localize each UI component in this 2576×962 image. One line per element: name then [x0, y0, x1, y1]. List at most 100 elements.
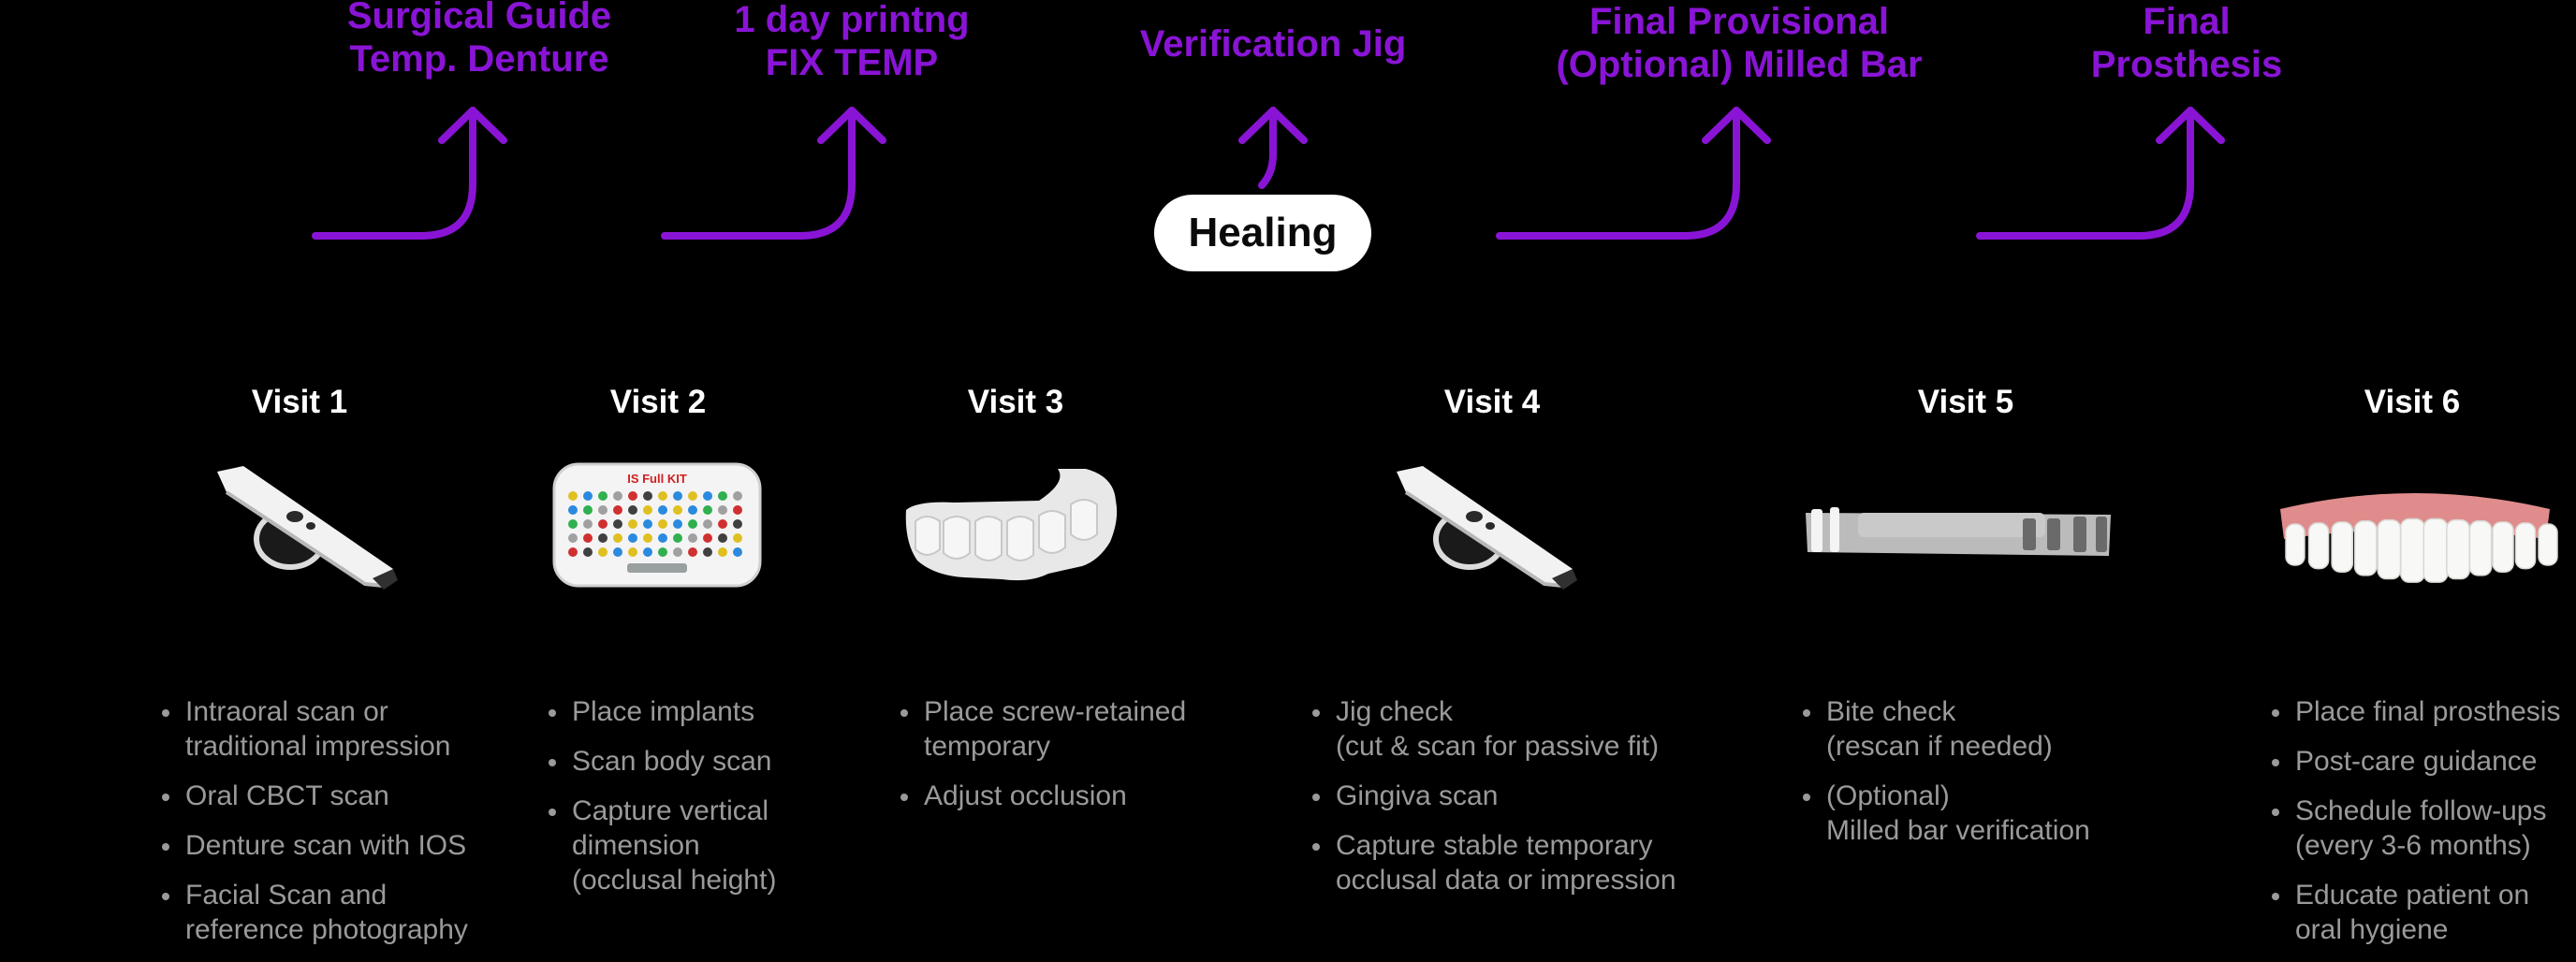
kit-hole [628, 519, 637, 529]
tooth [2468, 519, 2493, 576]
visit-5-tasks: Bite check(rescan if needed) (Optional)M… [1798, 694, 2090, 863]
kit-hole [598, 519, 607, 529]
kit-hole [718, 491, 727, 501]
visit-4-title: Visit 4 [1443, 384, 1541, 420]
visit-6-title: Visit 6 [2364, 384, 2461, 420]
kit-hole [628, 533, 637, 543]
arrow-1-icon [312, 107, 507, 240]
kit-hole [718, 519, 727, 529]
list-item: Oral CBCT scan [162, 779, 468, 813]
kit-hole [628, 491, 637, 501]
visit-5-title: Visit 5 [1917, 384, 2014, 420]
kit-hole [643, 519, 652, 529]
kit-hole [583, 547, 593, 557]
arrow-5-icon [1976, 107, 2225, 240]
list-item: Place final prosthesis [2271, 696, 2561, 727]
list-item: Jig check(cut & scan for passive fit) [1312, 694, 1676, 764]
milled-bar-icon [1806, 507, 2111, 556]
kit-hole [733, 533, 742, 543]
top-label-final-prosthesis: Final Prosthesis [2090, 1, 2283, 85]
kit-hole [643, 547, 652, 557]
kit-hole [718, 547, 727, 557]
top-label-fix-temp: 1 day printng FIX TEMP [734, 0, 970, 83]
kit-hole [688, 519, 697, 529]
visit-6-tasks: Place final prosthesis Post-care guidanc… [2267, 694, 2560, 962]
tooth [2307, 522, 2330, 570]
kit-hole [598, 491, 607, 501]
kit-hole [583, 519, 593, 529]
kit-hole [613, 519, 622, 529]
kit-hole [583, 505, 593, 515]
flow-arrows [312, 107, 2225, 240]
kit-hole [628, 547, 637, 557]
kit-hole [673, 547, 682, 557]
kit-hole [703, 519, 712, 529]
tooth [2377, 518, 2402, 580]
list-item: (Optional)Milled bar verification [1803, 780, 2090, 846]
kit-hole [598, 547, 607, 557]
kit-hole [688, 533, 697, 543]
kit-hole [658, 491, 667, 501]
kit-hole [718, 533, 727, 543]
kit-hole [733, 547, 742, 557]
list-item: Denture scan with IOS [162, 830, 467, 861]
kit-label: IS Full KIT [627, 472, 687, 486]
kit-hole [583, 533, 593, 543]
top-label-final-provisional: Final Provisional (Optional) Milled Bar [1556, 1, 1923, 85]
kit-hole [583, 491, 593, 501]
tooth [2422, 517, 2449, 583]
tooth [2331, 521, 2354, 574]
tooth [2514, 522, 2537, 570]
kit-hole [718, 505, 727, 515]
kit-hole [673, 491, 682, 501]
kit-hole [688, 505, 697, 515]
kit-hole [643, 533, 652, 543]
kit-hole [613, 491, 622, 501]
kit-hole [658, 533, 667, 543]
tooth [2285, 523, 2305, 566]
intraoral-scanner-icon [1397, 466, 1577, 590]
kit-hole [658, 547, 667, 557]
kit-hole [733, 519, 742, 529]
kit-hole [643, 491, 652, 501]
list-item: Bite check(rescan if needed) [1803, 694, 2090, 764]
list-item: Gingiva scan [1312, 779, 1676, 813]
kit-hole [703, 547, 712, 557]
visit-1-title: Visit 1 [251, 384, 348, 420]
arrow-2-icon [661, 107, 886, 240]
screw-retained-temporary-icon [905, 469, 1118, 581]
kit-hole [703, 491, 712, 501]
kit-hole [703, 505, 712, 515]
kit-hole [688, 491, 697, 501]
tooth [2492, 521, 2514, 574]
visit-3-title: Visit 3 [967, 384, 1064, 420]
healing-badge: Healing [1154, 195, 1371, 271]
kit-hole [613, 533, 622, 543]
kit-hole [658, 505, 667, 515]
kit-hole [643, 505, 652, 515]
kit-hole [613, 505, 622, 515]
tooth [2353, 519, 2378, 576]
kit-hole [568, 519, 578, 529]
implant-surgical-kit-icon: IS Full KIT [552, 462, 762, 588]
list-item: Schedule follow-ups(every 3-6 months) [2271, 794, 2560, 863]
intraoral-scanner-icon [217, 466, 398, 590]
list-item: Adjust occlusion [900, 779, 1186, 813]
list-item: Place implants [548, 694, 776, 729]
kit-hole [673, 533, 682, 543]
visit-2-tasks: Place implants Scan body scan Capture ve… [544, 694, 776, 912]
top-label-surgical-guide: Surgical Guide Temp. Denture [346, 0, 612, 80]
kit-hole [733, 505, 742, 515]
kit-hole [568, 505, 578, 515]
kit-hole [658, 519, 667, 529]
kit-hole [733, 491, 742, 501]
kit-hole [688, 547, 697, 557]
arrow-3-icon [1238, 107, 1308, 189]
kit-hole [568, 491, 578, 501]
tooth [2538, 523, 2558, 566]
